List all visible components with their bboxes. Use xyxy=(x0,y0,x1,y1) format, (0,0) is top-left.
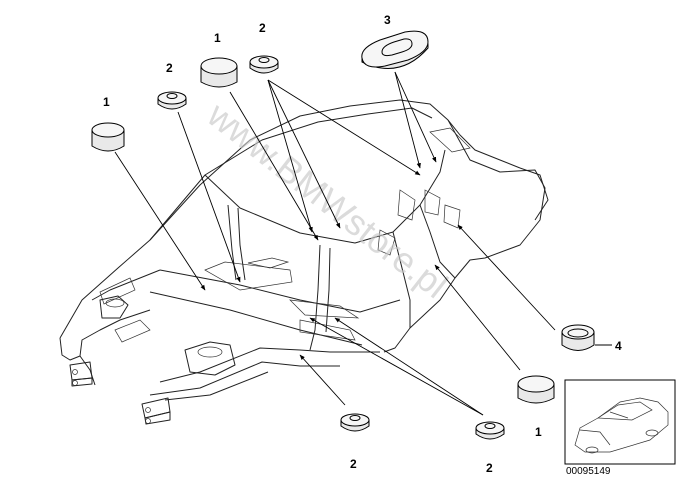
callout-2: 2 xyxy=(486,461,493,475)
blind-plug-large-icon xyxy=(91,122,125,152)
flat-plug-icon xyxy=(561,324,595,351)
callout-2: 2 xyxy=(166,61,173,75)
leader-lines xyxy=(114,71,612,416)
reference-number: 00095149 xyxy=(566,466,611,477)
oval-plug-icon xyxy=(361,30,429,69)
callout-2: 2 xyxy=(350,457,357,471)
blind-plug-small-icon xyxy=(249,55,279,74)
blind-plug-large-icon xyxy=(517,375,555,404)
callout-2: 2 xyxy=(259,21,266,35)
callout-1: 1 xyxy=(535,425,542,439)
blind-plug-small-icon xyxy=(340,413,370,432)
inset-car-thumbnail xyxy=(564,379,676,465)
watermark: www.BMWstore.pl xyxy=(199,93,455,306)
blind-plug-small-icon xyxy=(475,421,505,440)
blind-plug-large-icon xyxy=(200,57,238,88)
callout-3: 3 xyxy=(384,13,391,27)
callout-1: 1 xyxy=(103,95,110,109)
blind-plug-small-icon xyxy=(157,91,187,110)
callout-4: 4 xyxy=(615,339,622,353)
car-body-shell xyxy=(59,99,549,425)
callout-1: 1 xyxy=(214,31,221,45)
